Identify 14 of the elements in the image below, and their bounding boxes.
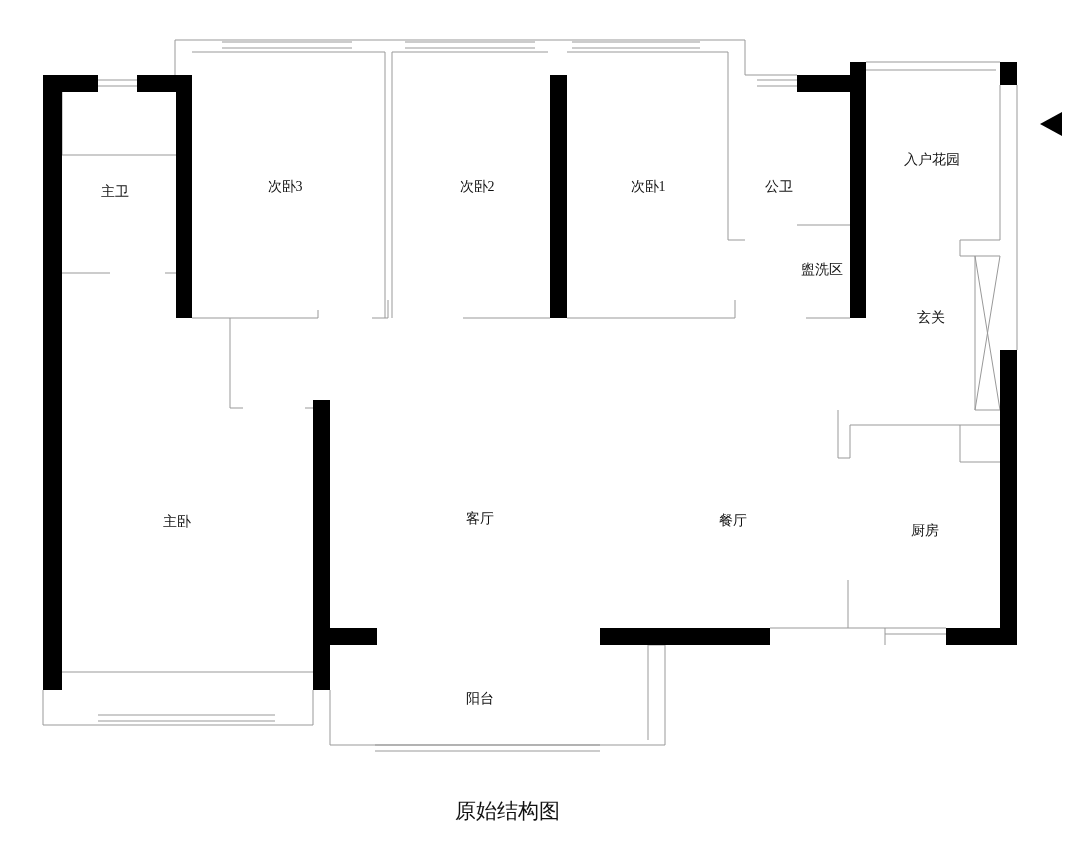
room-label: 盥洗区: [801, 261, 843, 279]
room-label: 次卧3: [267, 178, 303, 196]
room-label: 公卫: [765, 178, 793, 196]
room-label: 餐厅: [719, 512, 747, 530]
room-label: 次卧1: [630, 178, 666, 196]
room-label: 厨房: [911, 522, 939, 540]
room-label: 主卫: [101, 183, 129, 201]
room-label: 主卧: [163, 513, 191, 531]
caption: 原始结构图: [454, 799, 560, 825]
room-label: 次卧2: [459, 178, 495, 196]
room-label: 客厅: [466, 510, 494, 528]
room-label: 入户花园: [904, 151, 960, 169]
room-label: 玄关: [917, 309, 945, 327]
room-label: 阳台: [466, 690, 494, 708]
